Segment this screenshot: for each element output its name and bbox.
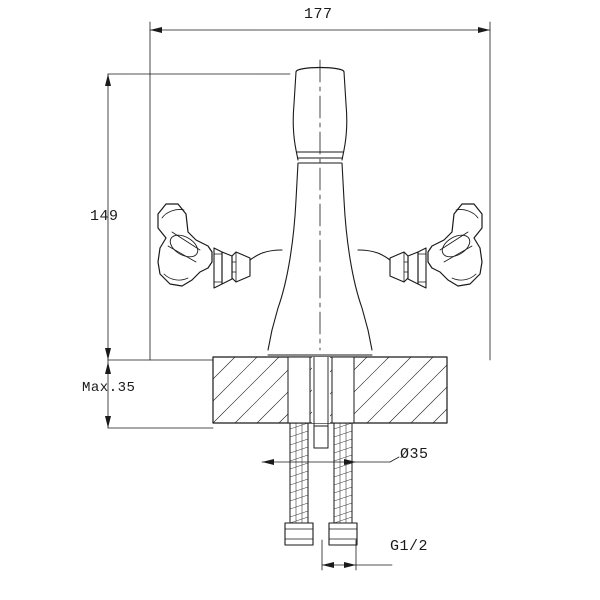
dimension-label-thread-size: G1/2 — [390, 538, 429, 555]
dimension-label-hole-diameter: Ø35 — [400, 446, 429, 463]
arrowheads-left — [105, 74, 111, 428]
dimension-label-max-thickness: Max.35 — [82, 380, 136, 396]
dimension-label-overall-height: 149 — [90, 208, 119, 225]
dimension-extension-lines — [149, 21, 491, 361]
braid-hatch-left — [289, 422, 309, 524]
braid-hatch-right — [333, 422, 353, 524]
arrowheads-g12 — [322, 562, 356, 568]
arrowheads-d35 — [262, 459, 356, 465]
arrowheads-top — [150, 27, 490, 33]
dimension-label-overall-width: 177 — [304, 6, 333, 23]
